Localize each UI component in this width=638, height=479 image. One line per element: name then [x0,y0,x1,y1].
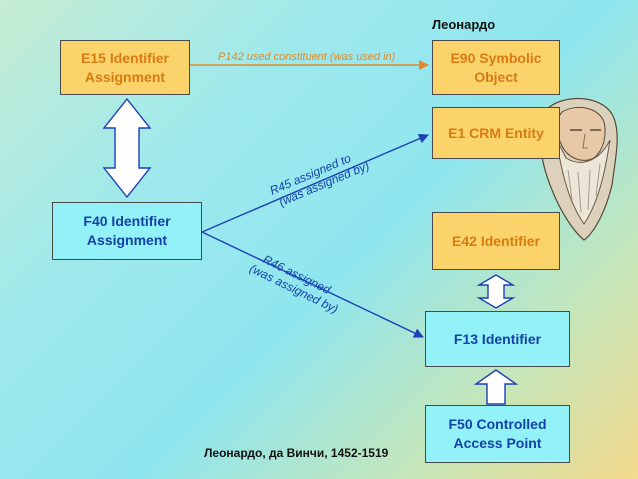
leonardo-caption: Леонардо, да Винчи, 1452-1519 [204,446,389,460]
r45-edge [201,133,429,233]
r46-edge [201,231,424,338]
e1-crm-entity-box: E1 CRM Entity [432,107,560,159]
e42-identifier-box: E42 Identifier [432,212,560,270]
f13-identifier-box: F13 Identifier [425,311,570,367]
f40-identifier-assignment-box: F40 Identifier Assignment [52,202,202,260]
r46-label: R46 assigned (was assigned by) [247,252,340,316]
r45-label: R45 assigned to (was assigned by) [268,151,372,209]
e90-symbolic-object-box: E90 Symbolic Object [432,40,560,95]
f50-controlled-access-point-box: F50 Controlled Access Point [425,405,570,463]
f50-f13-up-arrow [473,369,519,405]
e15-f40-double-arrow [102,97,152,199]
leonardo-name-label: Леонардо [432,17,496,32]
e42-f13-double-arrow [476,274,516,309]
p142-label: P142 used constituent (was used in) [218,51,396,63]
e15-identifier-assignment-box: E15 Identifier Assignment [60,40,190,95]
